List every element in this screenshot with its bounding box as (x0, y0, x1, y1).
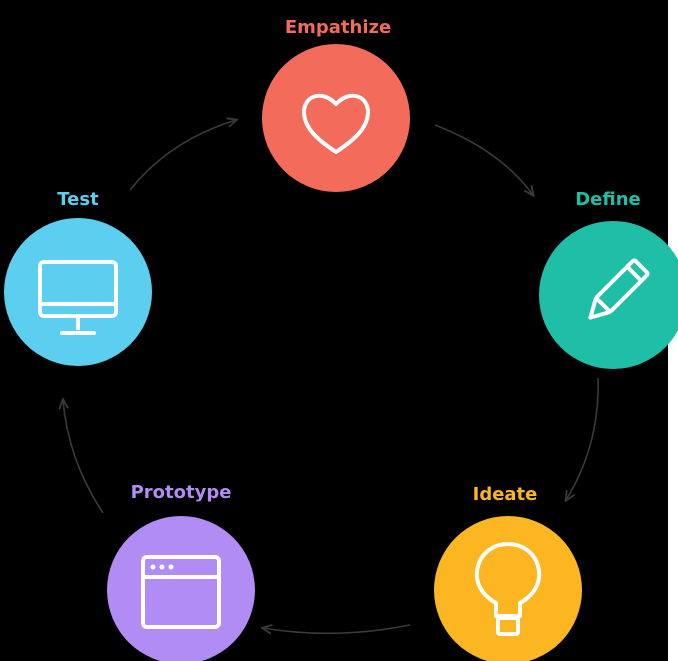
stage-label-test: Test (57, 189, 99, 210)
stage-circle-test (4, 218, 152, 366)
pencil-icon (588, 258, 650, 320)
monitor-icon (38, 260, 118, 335)
stage-circle-empathize (262, 44, 410, 192)
stage-label-define: Define (575, 189, 641, 210)
stage-label-ideate: Ideate (473, 484, 538, 505)
arrow-test-to-empathize (129, 120, 236, 191)
cycle-arrows (63, 120, 599, 633)
stage-label-empathize: Empathize (285, 17, 391, 38)
stage-empathize: Empathize (262, 17, 410, 192)
stage-circle-prototype (107, 516, 255, 661)
stage-circle-define (539, 221, 678, 369)
stage-ideate: Ideate (434, 484, 582, 661)
arrow-prototype-to-test (63, 400, 104, 514)
browser-window-icon (141, 555, 221, 629)
stage-test: Test (4, 189, 152, 366)
arrow-define-to-ideate (566, 377, 599, 500)
heart-icon (302, 93, 370, 154)
stage-circle-ideate (434, 516, 582, 661)
lightbulb-icon (474, 542, 542, 636)
arrow-empathize-to-define (434, 124, 533, 195)
arrow-ideate-to-prototype (263, 625, 411, 633)
stage-prototype: Prototype (107, 482, 255, 661)
stage-define: Define (539, 189, 678, 369)
stage-label-prototype: Prototype (131, 482, 232, 503)
